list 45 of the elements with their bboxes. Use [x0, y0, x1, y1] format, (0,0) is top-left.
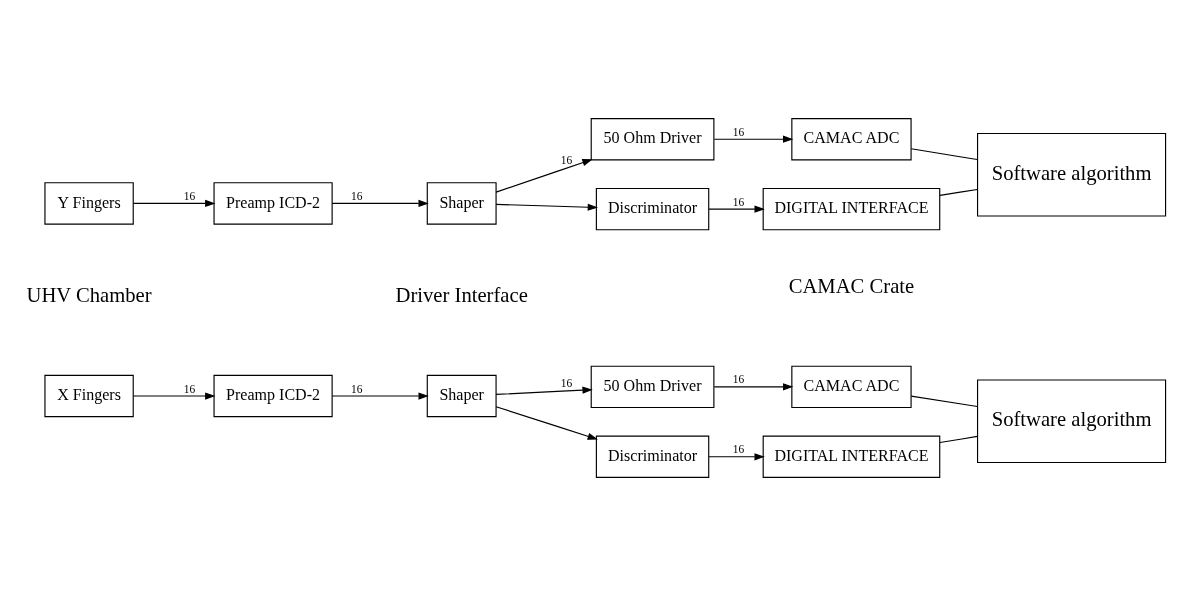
connector: [939, 188, 978, 196]
node-box: CAMAC ADC: [791, 117, 912, 160]
edge-label: 16: [732, 195, 745, 208]
node-box: Shaper: [426, 181, 497, 225]
arrow: [495, 405, 598, 440]
arrow: [331, 391, 429, 400]
arrow: [132, 391, 216, 400]
node-box: Discriminator: [595, 435, 710, 478]
arrow: [132, 199, 216, 207]
connector: [910, 147, 978, 160]
label: CAMAC Crate: [788, 274, 915, 297]
node-box: Preamp ICD-2: [213, 181, 333, 225]
node-box: DIGITAL INTERFACE: [762, 435, 941, 478]
node-box: Software algorithm: [977, 378, 1167, 463]
node-box: Software algorithm: [977, 132, 1167, 217]
edge-label: 16: [732, 372, 745, 385]
arrow: [713, 135, 794, 143]
connector: [910, 395, 978, 407]
edge-label: 16: [732, 442, 745, 455]
connector: [939, 435, 978, 443]
arrow: [331, 199, 429, 207]
arrow: [713, 382, 794, 390]
arrow: [708, 205, 765, 213]
node-box: X Fingers: [44, 374, 134, 417]
edge-label: 16: [183, 189, 196, 202]
arrow: [495, 386, 593, 395]
label: Driver Interface: [395, 283, 528, 306]
arrow: [708, 452, 765, 460]
arrow: [495, 158, 593, 193]
node-box: CAMAC ADC: [791, 365, 912, 408]
node-box: DIGITAL INTERFACE: [762, 187, 941, 230]
node-box: Preamp ICD-2: [213, 374, 333, 417]
node-box: 50 Ohm Driver: [590, 365, 715, 408]
node-box: Discriminator: [595, 187, 710, 230]
arrow: [495, 203, 599, 211]
edge-label: 16: [351, 382, 363, 395]
edge-label: 16: [560, 153, 573, 166]
edge-label: 16: [183, 382, 196, 395]
edge-label: 16: [351, 189, 363, 202]
node-box: 50 Ohm Driver: [590, 117, 715, 160]
edge-label: 16: [732, 125, 745, 138]
node-box: Shaper: [426, 374, 497, 417]
edge-label: 16: [560, 376, 573, 389]
node-box: Y Fingers: [44, 181, 134, 225]
label: UHV Chamber: [26, 283, 152, 306]
